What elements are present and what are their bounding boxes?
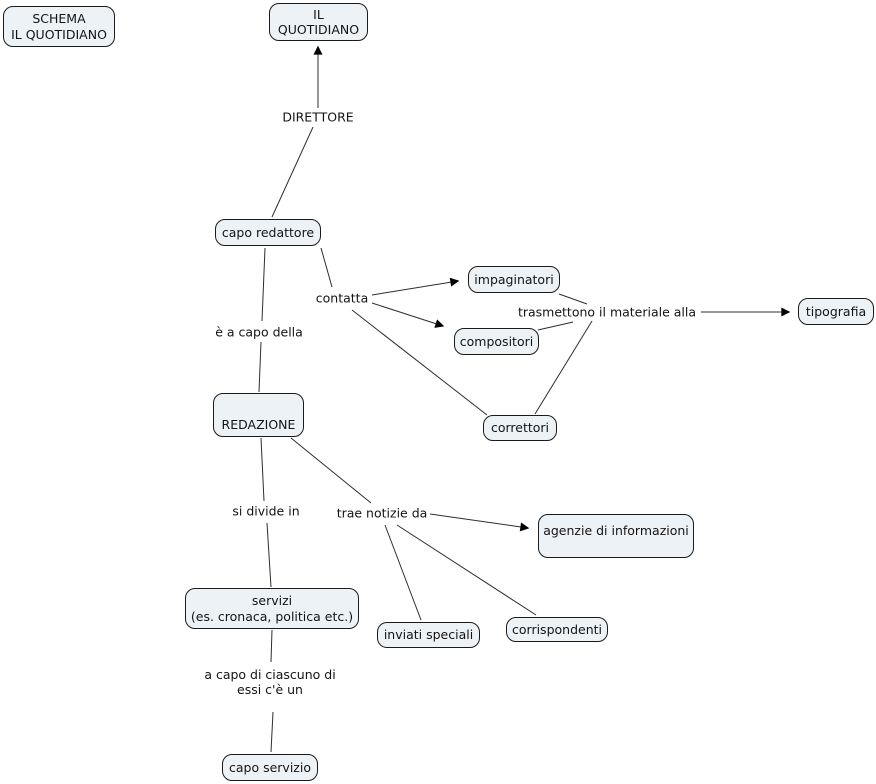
node-label: capo redattore — [221, 224, 315, 240]
line-direttore-to-capo-redattore — [271, 126, 314, 218]
node-impaginatori[interactable]: impaginatori — [468, 266, 560, 293]
node-il-quotidiano[interactable]: IL QUOTIDIANO — [269, 3, 368, 41]
node-label: servizi — [251, 593, 293, 609]
node-label: agenzie di informazioni — [543, 523, 689, 538]
arrow-contatta-to-compositori — [371, 302, 445, 328]
node-label: (es. cronaca, politica etc.) — [190, 608, 354, 624]
line-trae-notizie-to-corrispondenti — [396, 524, 537, 616]
link-label-line: essi c'è un — [237, 682, 303, 697]
line-a-capo-to-capo-servizio — [270, 711, 274, 753]
link-label-line: a capo di ciascuno di — [204, 667, 336, 682]
line-impaginatori-to-trasmettono — [558, 293, 588, 305]
line-e-a-capo-to-redazione — [258, 341, 262, 393]
node-label: capo servizio — [229, 759, 311, 775]
node-label: impaginatori — [474, 271, 554, 287]
arrow-contatta-to-impaginatori — [371, 277, 460, 296]
node-label: correttori — [490, 420, 550, 436]
node-label: QUOTIDIANO — [277, 22, 360, 37]
node-label: SCHEMA — [32, 11, 86, 27]
line-si-divide-to-servizi — [266, 522, 272, 588]
link-label-contatta: contatta — [315, 290, 369, 306]
line-capo-redattore-to-e-a-capo — [261, 247, 266, 322]
line-trae-notizie-to-inviati — [384, 524, 422, 621]
line-capo-redattore-to-contatta — [320, 247, 333, 288]
node-label: inviati speciali — [383, 627, 474, 643]
line-redazione-to-si-divide — [260, 437, 265, 502]
node-inviati-speciali[interactable]: inviati speciali — [377, 622, 480, 648]
node-tipografia[interactable]: tipografia — [798, 298, 874, 325]
node-corrispondenti[interactable]: corrispondenti — [506, 617, 608, 642]
node-label: tipografia — [805, 303, 867, 319]
node-capo-redattore[interactable]: capo redattore — [215, 219, 321, 246]
node-label: corrispondenti — [512, 621, 602, 637]
node-label: IL — [313, 6, 324, 22]
node-label: compositori — [459, 333, 534, 349]
link-label-a-capo-di-ciascuno: a capo di ciascuno di essi c'è un — [204, 667, 335, 697]
line-compositori-to-trasmettono — [537, 321, 574, 331]
link-label-trae-notizie-da: trae notizie da — [336, 505, 428, 521]
node-capo-servizio[interactable]: capo servizio — [222, 754, 318, 781]
line-redazione-to-trae-notizie — [290, 437, 372, 504]
node-agenzie-di-informazioni[interactable]: agenzie di informazioni — [538, 514, 694, 558]
line-contatta-to-correttori — [351, 309, 488, 416]
arrow-trae-notizie-to-agenzie — [429, 513, 530, 532]
node-schema-title[interactable]: SCHEMA IL QUOTIDIANO — [3, 6, 115, 47]
node-label: REDAZIONE — [221, 416, 296, 432]
link-label-direttore: DIRETTORE — [282, 109, 354, 125]
link-label-e-a-capo-della: è a capo della — [215, 324, 303, 340]
link-label-trasmettono: trasmettono il materiale alla — [517, 304, 697, 320]
node-servizi[interactable]: servizi (es. cronaca, politica etc.) — [185, 588, 359, 629]
line-correttori-to-trasmettono — [534, 320, 593, 415]
node-redazione[interactable]: REDAZIONE — [213, 393, 304, 437]
node-correttori[interactable]: correttori — [483, 415, 557, 441]
link-label-si-divide-in: si divide in — [232, 503, 300, 519]
node-label: IL QUOTIDIANO — [11, 26, 107, 42]
node-compositori[interactable]: compositori — [454, 328, 539, 355]
line-servizi-to-a-capo — [270, 629, 273, 663]
